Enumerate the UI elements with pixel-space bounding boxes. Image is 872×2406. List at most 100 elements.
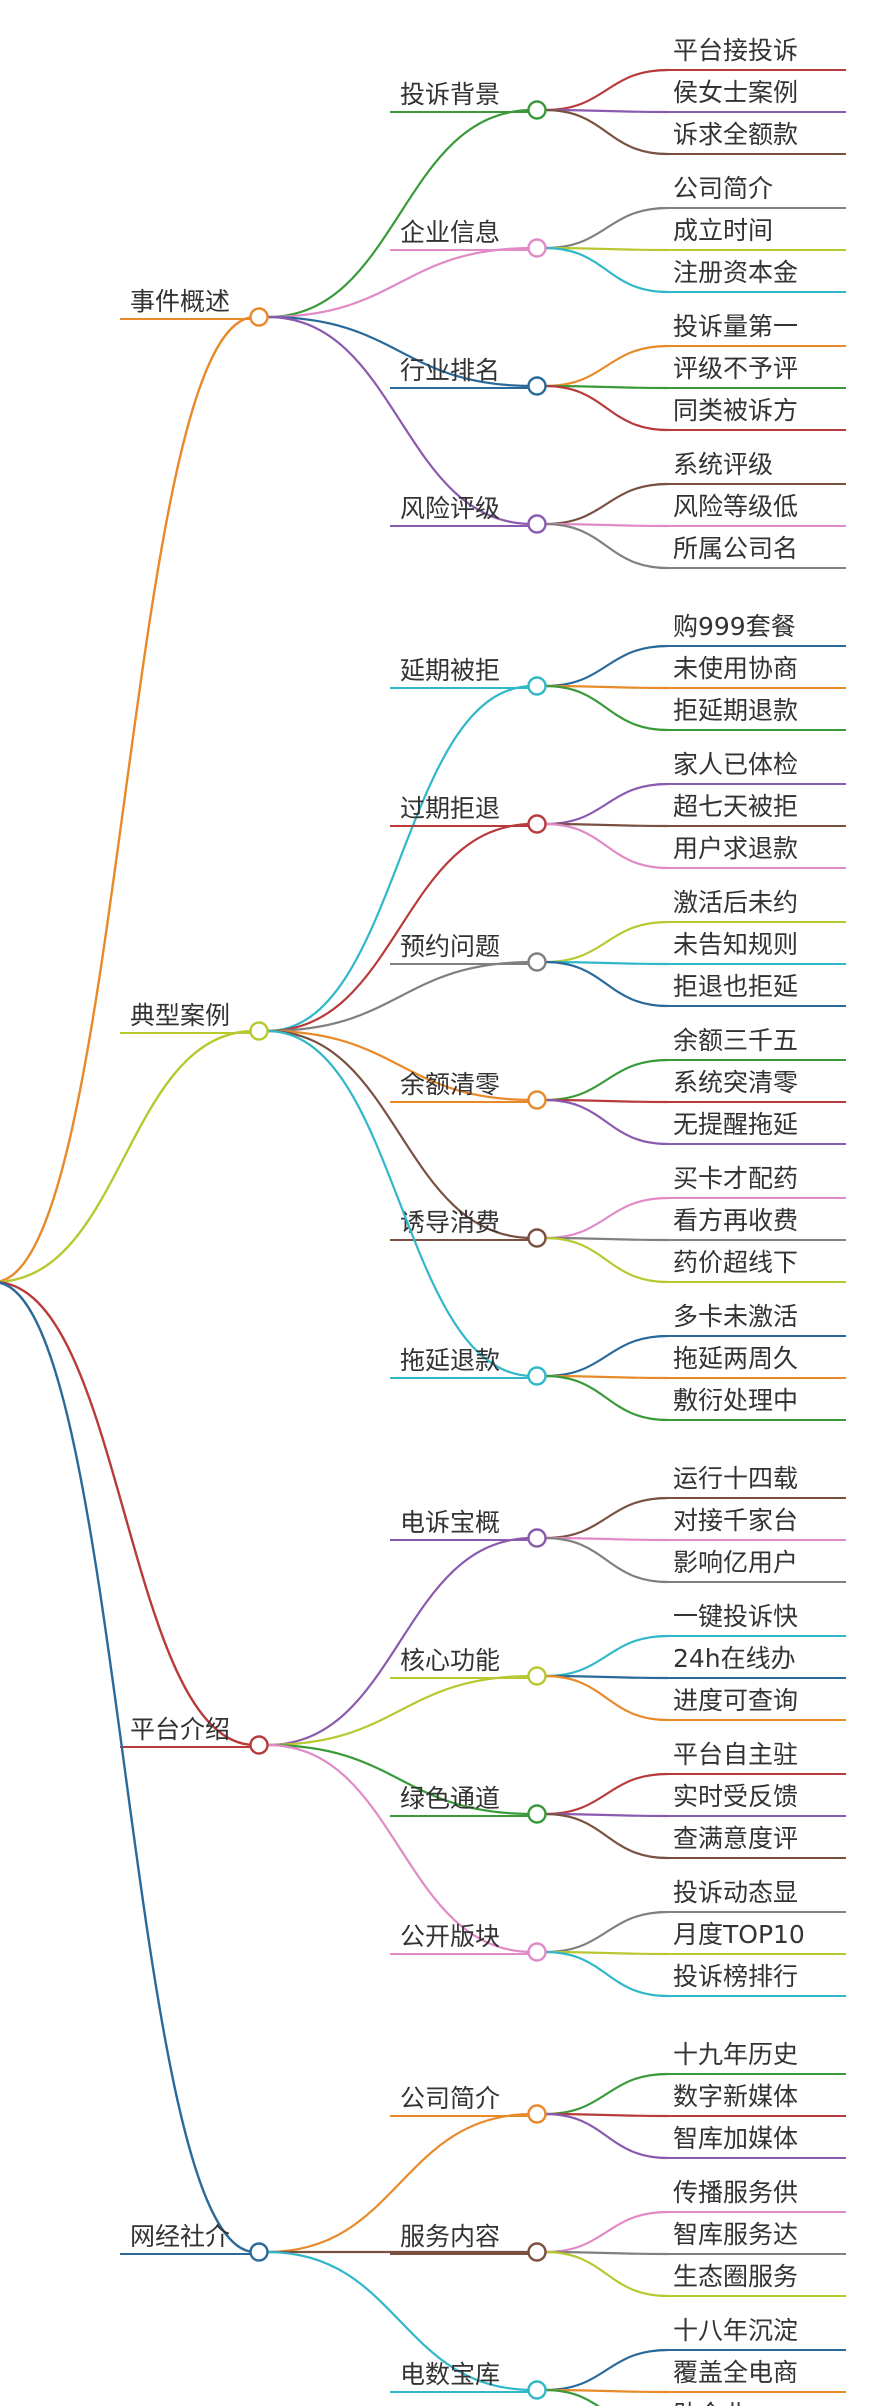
leaf-connector: [544, 1674, 669, 1722]
leaf-label: 一键投诉快: [673, 1602, 798, 1631]
leaf-label: 系统突清零: [673, 1068, 798, 1097]
leaf-connector: [544, 2250, 669, 2256]
topic-collapse-knob[interactable]: [527, 2104, 547, 2124]
topic-connector: [266, 1029, 534, 1378]
topic-label: 投诉背景: [400, 80, 500, 109]
leaf-label: 十八年沉淀: [673, 2316, 798, 2345]
branch-connector: [0, 1281, 256, 1747]
topic-collapse-knob[interactable]: [527, 1528, 547, 1548]
leaf-label: 注册资本金: [673, 258, 798, 287]
topic-label: 预约问题: [400, 932, 500, 961]
branch-collapse-knob[interactable]: [249, 2242, 269, 2262]
leaf-label: 十九年历史: [673, 2040, 798, 2069]
leaf-connector: [544, 684, 669, 690]
leaf-connector: [544, 1196, 669, 1240]
topic-connector: [266, 246, 534, 319]
leaf-label: 公司简介: [673, 174, 773, 203]
topic-collapse-knob[interactable]: [527, 100, 547, 120]
topic-collapse-knob[interactable]: [527, 1090, 547, 1110]
leaf-connector: [544, 522, 669, 528]
leaf-connector: [544, 644, 669, 688]
leaf-label: 投诉量第一: [673, 312, 798, 341]
leaf-label: 看方再收费: [673, 1206, 798, 1235]
topic-connector: [266, 1674, 534, 1747]
topic-collapse-knob[interactable]: [527, 1804, 547, 1824]
leaf-label: 购999套餐: [673, 612, 796, 641]
leaf-connector: [544, 1098, 669, 1146]
leaf-label: 平台接投诉: [673, 36, 798, 65]
leaf-connector: [544, 822, 669, 828]
topic-label: 绿色通道: [400, 1784, 500, 1813]
leaf-connector: [544, 960, 669, 966]
topic-connector: [266, 960, 534, 1033]
leaf-label: 投诉榜排行: [673, 1962, 798, 1991]
leaf-label: 智库服务达: [673, 2220, 798, 2249]
topic-collapse-knob[interactable]: [527, 376, 547, 396]
topic-connector: [266, 108, 534, 319]
leaf-label: 24h在线办: [673, 1644, 796, 1673]
topic-connector: [266, 1029, 534, 1240]
leaf-label: 查满意度评: [673, 1824, 798, 1853]
leaf-connector: [544, 246, 669, 252]
topic-collapse-knob[interactable]: [527, 1228, 547, 1248]
leaf-label: 无提醒拖延: [673, 1110, 798, 1139]
topic-label: 诱导消费: [400, 1208, 500, 1237]
leaf-label: 超七天被拒: [673, 792, 798, 821]
leaf-label: 影响亿用户: [673, 1548, 798, 1577]
leaf-connector: [544, 2388, 600, 2406]
leaf-label: 拒退也拒延: [673, 972, 798, 1001]
topic-label: 过期拒退: [400, 794, 500, 823]
leaf-connector: [544, 684, 669, 732]
topic-connector: [266, 684, 534, 1033]
leaf-label: 月度TOP10: [673, 1920, 805, 1949]
leaf-connector: [544, 2210, 669, 2254]
topic-collapse-knob[interactable]: [527, 2380, 547, 2400]
leaf-label: 激活后未约: [673, 888, 798, 917]
topic-collapse-knob[interactable]: [527, 2242, 547, 2262]
leaf-connector: [544, 108, 669, 156]
leaf-connector: [544, 2112, 669, 2118]
leaf-connector: [544, 1536, 669, 1542]
topic-label: 延期被拒: [400, 656, 500, 685]
topic-collapse-knob[interactable]: [527, 676, 547, 696]
leaf-connector: [544, 1950, 669, 1998]
leaf-label: 余额三千五: [673, 1026, 798, 1055]
leaf-connector: [544, 68, 669, 112]
topic-collapse-knob[interactable]: [527, 514, 547, 534]
topic-collapse-knob[interactable]: [527, 238, 547, 258]
leaf-connector: [544, 1910, 669, 1954]
topic-collapse-knob[interactable]: [527, 1666, 547, 1686]
branch-collapse-knob[interactable]: [249, 1735, 269, 1755]
branch-connector: [0, 1029, 256, 1283]
leaf-label: 成立时间: [673, 216, 773, 245]
leaf-label: 用户求退款: [673, 834, 798, 863]
leaf-label: 助企业: [673, 2400, 748, 2406]
topic-connector: [266, 1029, 534, 1102]
leaf-label: 未使用协商: [673, 654, 798, 683]
leaf-connector: [544, 206, 669, 250]
leaf-label: 药价超线下: [673, 1248, 798, 1277]
leaf-connector: [544, 920, 669, 964]
branch-collapse-knob[interactable]: [249, 307, 269, 327]
topic-connector: [266, 1743, 534, 1816]
branch-label: 事件概述: [130, 287, 230, 316]
leaf-label: 投诉动态显: [673, 1878, 798, 1907]
leaf-label: 数字新媒体: [673, 2082, 798, 2111]
topic-collapse-knob[interactable]: [527, 1366, 547, 1386]
leaf-connector: [544, 1634, 669, 1678]
leaf-label: 拖延两周久: [673, 1344, 798, 1373]
leaf-label: 生态圈服务: [673, 2262, 798, 2291]
branch-collapse-knob[interactable]: [249, 1021, 269, 1041]
topic-collapse-knob[interactable]: [527, 952, 547, 972]
leaf-label: 传播服务供: [673, 2178, 798, 2207]
topic-collapse-knob[interactable]: [527, 814, 547, 834]
leaf-label: 实时受反馈: [673, 1782, 798, 1811]
topic-label: 风险评级: [400, 494, 500, 523]
leaf-connector: [544, 384, 669, 432]
topic-collapse-knob[interactable]: [527, 1942, 547, 1962]
leaf-connector: [544, 960, 669, 1008]
topic-connector: [266, 1536, 534, 1747]
leaf-label: 拒延期退款: [673, 696, 798, 725]
leaf-connector: [544, 1812, 669, 1818]
